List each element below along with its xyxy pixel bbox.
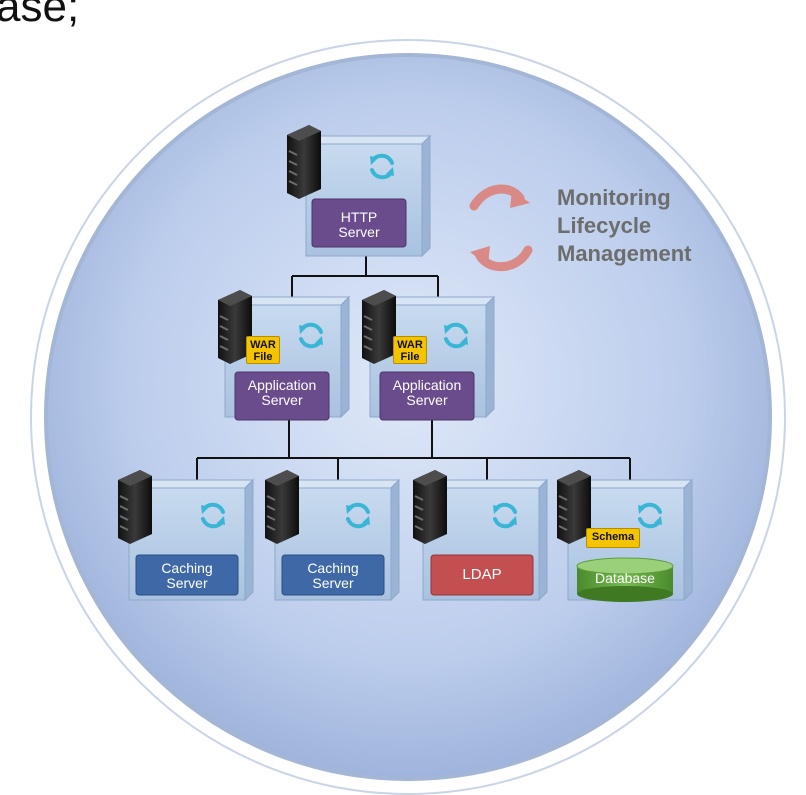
caching-server-label-box xyxy=(135,554,239,596)
http-server-label-box xyxy=(311,198,407,248)
caching-server-label-line2: Server xyxy=(166,575,208,591)
caching-server-label: Caching Server xyxy=(136,561,238,591)
server-icon xyxy=(361,289,397,365)
caching-server-label: Caching Server xyxy=(282,561,384,591)
application-server-label: Application Server xyxy=(235,378,329,408)
caching-server-label-line2: Server xyxy=(312,575,354,591)
legend-line-management: Management xyxy=(557,241,692,266)
caching-server-label-line1: Caching xyxy=(307,560,359,576)
http-server-label-line1: HTTP xyxy=(340,209,378,225)
legend-line-lifecycle: Lifecycle xyxy=(557,213,652,238)
war-file-tag: WAR File xyxy=(246,336,280,364)
database-cylinder-icon xyxy=(576,557,674,602)
ldap-label-box xyxy=(430,554,534,596)
top-text-fragment: ase; xyxy=(0,0,80,31)
application-server-node-1 xyxy=(224,296,350,421)
war-file-tag: WAR File xyxy=(393,336,427,364)
application-server-label-box xyxy=(234,371,330,421)
database-label: Database xyxy=(595,570,655,586)
caching-server-node-1 xyxy=(128,479,254,601)
ldap-label: LDAP xyxy=(462,566,502,583)
caching-server-label-line1: Caching xyxy=(161,560,213,576)
lifecycle-legend: Monitoring Lifecycle Management xyxy=(557,184,691,268)
http-server-label-line2: Server xyxy=(338,224,380,240)
server-icon xyxy=(117,469,153,545)
ldap-node xyxy=(422,479,548,601)
war-file-tag-line1: WAR xyxy=(250,339,276,351)
http-server-node xyxy=(305,135,431,257)
application-server-label-line1: Application xyxy=(247,377,317,393)
caching-server-node-2 xyxy=(274,479,400,601)
war-file-tag-line2: File xyxy=(400,351,420,363)
application-server-node-2 xyxy=(369,296,495,421)
schema-tag: Schema xyxy=(586,528,640,548)
application-server-label-box xyxy=(379,371,475,421)
server-icon xyxy=(264,469,300,545)
http-server-label: HTTP Server xyxy=(312,210,406,240)
legend-line-monitoring: Monitoring xyxy=(557,185,671,210)
lifecycle-arrows-icon xyxy=(469,184,533,272)
war-file-tag-line2: File xyxy=(253,351,273,363)
application-server-label: Application Server xyxy=(380,378,474,408)
application-server-label-line2: Server xyxy=(261,392,303,408)
application-server-label-line2: Server xyxy=(406,392,448,408)
server-icon xyxy=(286,124,322,200)
war-file-tag-line1: WAR xyxy=(397,339,423,351)
caching-server-label-box xyxy=(281,554,385,596)
application-server-label-line1: Application xyxy=(392,377,462,393)
server-icon xyxy=(412,469,448,545)
